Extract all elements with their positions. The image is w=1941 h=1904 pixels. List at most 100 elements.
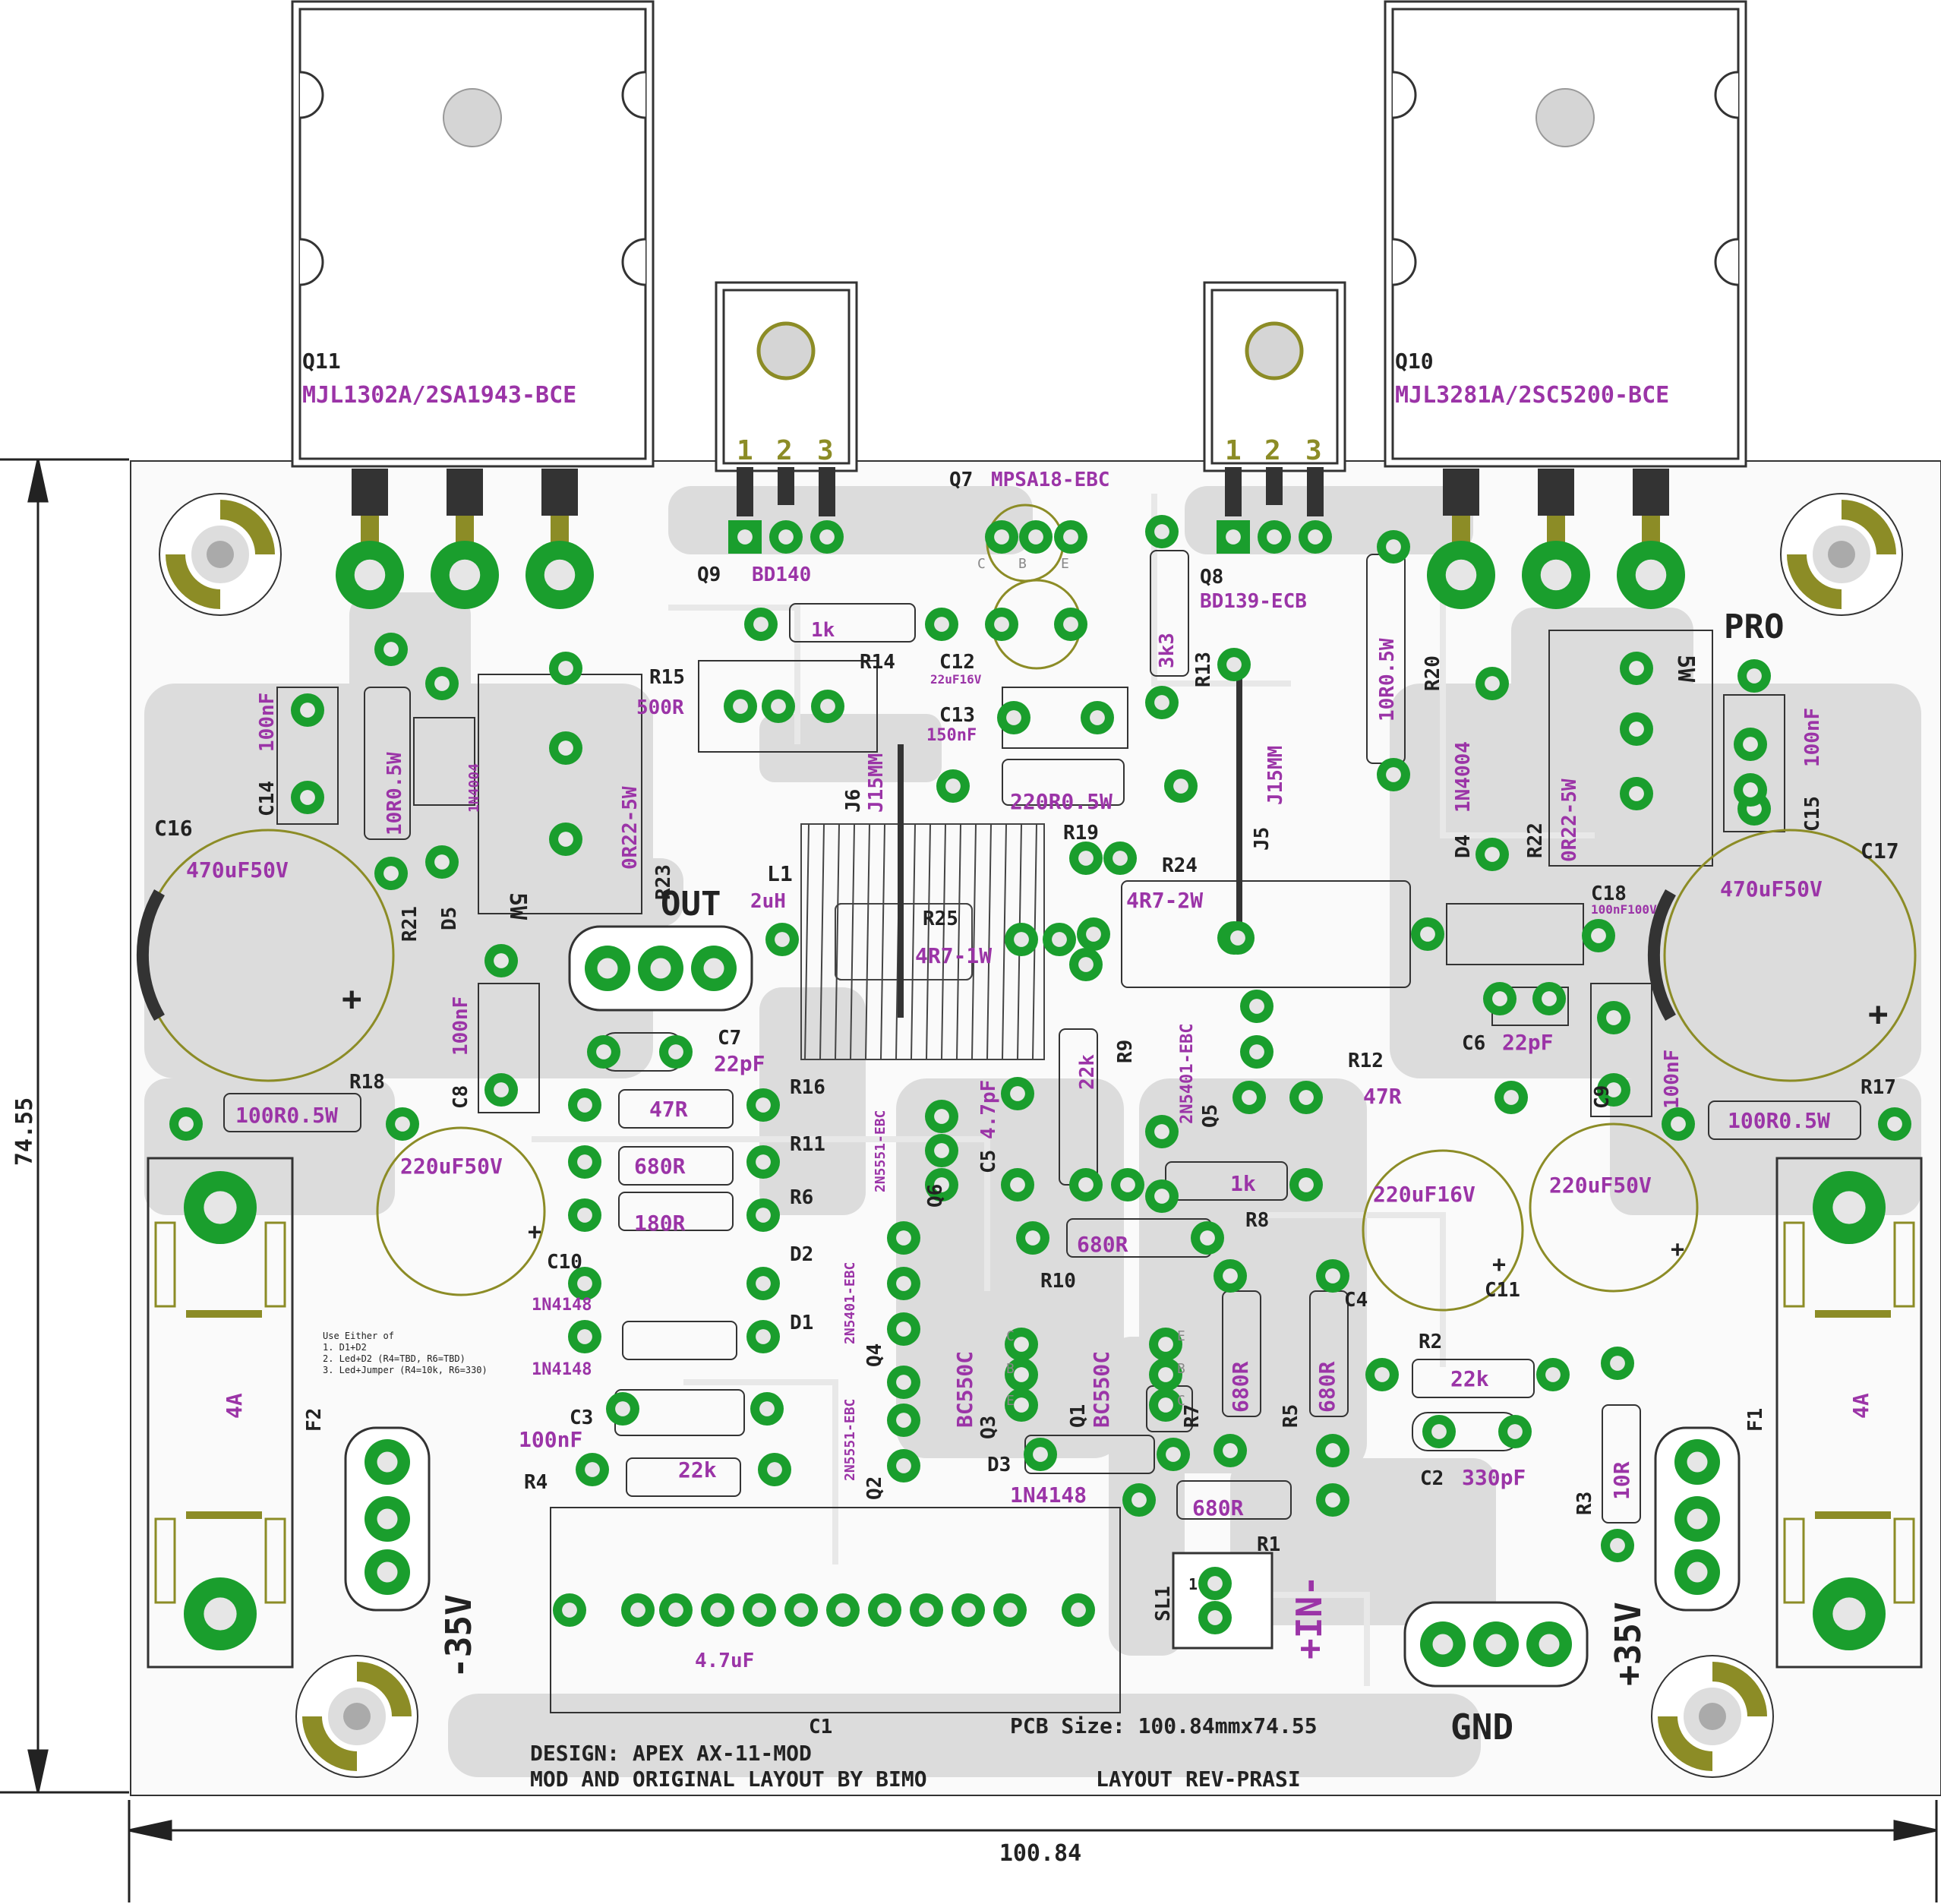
design-credit: DESIGN: APEX AX-11-MOD bbox=[530, 1741, 812, 1766]
pad-hole bbox=[1325, 1492, 1340, 1508]
pad-hole bbox=[1158, 1337, 1173, 1352]
j6-ref: J6 bbox=[842, 789, 865, 813]
pad-hole bbox=[1230, 930, 1245, 946]
q11-mount-hole bbox=[443, 88, 502, 147]
pad-hole bbox=[1747, 668, 1762, 684]
d5-value: 1N4004 bbox=[466, 763, 482, 813]
r2-ref: R2 bbox=[1419, 1331, 1442, 1353]
pad-hole bbox=[896, 1458, 911, 1473]
pad-hole bbox=[377, 1561, 398, 1583]
trace-outlines bbox=[532, 494, 1595, 1686]
c5-value: 4.7pF bbox=[977, 1080, 1000, 1139]
d2-ref: D2 bbox=[790, 1243, 813, 1266]
q11-body bbox=[291, 0, 655, 468]
note-line-3: 2. Led+D2 (R4=TBD, R6=TBD) bbox=[323, 1353, 466, 1364]
pad-hole bbox=[919, 1602, 934, 1618]
pad-hole bbox=[615, 1401, 630, 1416]
pad-hole bbox=[377, 1451, 398, 1473]
out-label: OUT bbox=[661, 885, 721, 924]
pad-hole bbox=[1226, 529, 1241, 545]
pad-hole bbox=[1374, 1367, 1390, 1382]
pad-hole bbox=[756, 1154, 771, 1170]
pad-hole bbox=[434, 854, 450, 870]
pad-hole bbox=[819, 529, 835, 545]
q9-pin1: 1 bbox=[737, 435, 753, 466]
pad-hole bbox=[577, 1154, 592, 1170]
c12-ref: C12 bbox=[939, 651, 975, 674]
pad-hole bbox=[1113, 851, 1128, 866]
pad-hole bbox=[759, 1401, 775, 1416]
r16-value: 47R bbox=[649, 1097, 688, 1122]
pad-hole bbox=[1485, 676, 1500, 691]
c17-plus: + bbox=[1868, 995, 1889, 1034]
r23-value: 0R22-5W bbox=[619, 786, 642, 870]
pad-hole bbox=[1687, 1561, 1708, 1583]
pad-hole bbox=[767, 1462, 782, 1477]
pad-hole bbox=[377, 1508, 398, 1530]
c3-value: 100nF bbox=[519, 1427, 582, 1452]
pad-hole bbox=[1743, 737, 1758, 752]
pad-hole bbox=[896, 1230, 911, 1246]
c17-polarity-band bbox=[1647, 889, 1676, 1021]
pad-hole bbox=[1131, 1492, 1147, 1508]
c10-ref: C10 bbox=[547, 1251, 582, 1274]
r15-value: 500R bbox=[636, 696, 684, 719]
pad-hole bbox=[752, 1602, 767, 1618]
pos-supply-label: +35V bbox=[1608, 1602, 1649, 1686]
pad-hole bbox=[558, 740, 573, 756]
r18-ref: R18 bbox=[349, 1071, 385, 1094]
pad-hole bbox=[896, 1276, 911, 1291]
pad-hole bbox=[1832, 1191, 1866, 1224]
note-line-4: 3. Led+Jumper (R4=10k, R6=330) bbox=[323, 1365, 488, 1375]
q1-value: BC550C bbox=[1089, 1351, 1114, 1428]
j5-ref: J5 bbox=[1251, 827, 1273, 851]
d1-value: 1N4148 bbox=[532, 1360, 592, 1379]
r15-ref: R15 bbox=[649, 666, 685, 689]
q2-ref: Q2 bbox=[863, 1476, 886, 1500]
pad-hole bbox=[1120, 1177, 1135, 1192]
q7-pin-b: B bbox=[1018, 556, 1027, 572]
pad-hole bbox=[1545, 1367, 1561, 1382]
mount-holes bbox=[159, 493, 1903, 1778]
pad-hole bbox=[896, 1413, 911, 1428]
pad-hole bbox=[1200, 1230, 1215, 1246]
pad-hole bbox=[558, 661, 573, 676]
pad-hole bbox=[1325, 1443, 1340, 1458]
q5-value: 2N5401-EBC bbox=[1178, 1024, 1197, 1124]
fuse-bars bbox=[186, 1310, 1891, 1519]
c12-value: 22uF16V bbox=[930, 672, 982, 687]
pad-hole bbox=[1629, 721, 1644, 737]
pad-hole bbox=[1173, 778, 1188, 794]
c18-value: 100nF100V bbox=[1591, 902, 1657, 917]
j6-value: J15MM bbox=[865, 753, 888, 813]
pads bbox=[169, 515, 1911, 1667]
q7-pin-c: C bbox=[977, 556, 986, 572]
r6-value: 180R bbox=[634, 1211, 686, 1236]
r14-value: 1k bbox=[811, 619, 835, 642]
pad-hole bbox=[577, 1208, 592, 1223]
q9-mount bbox=[756, 321, 816, 380]
q6-value: 2N5551-EBC bbox=[873, 1110, 888, 1192]
pad-hole bbox=[1492, 991, 1507, 1006]
pad-hole bbox=[1386, 539, 1401, 554]
c14-ref: C14 bbox=[256, 781, 279, 816]
d5-ref: D5 bbox=[438, 907, 461, 930]
pad-hole bbox=[778, 529, 794, 545]
pad-hole bbox=[1010, 1086, 1025, 1101]
sl1-ref: SL1 bbox=[1152, 1586, 1175, 1621]
r20-ref: R20 bbox=[1422, 655, 1444, 691]
pad-hole bbox=[1606, 1082, 1621, 1097]
rev-credit: LAYOUT REV-PRASI bbox=[1096, 1767, 1301, 1792]
power-legs bbox=[352, 469, 1669, 516]
pad-hole bbox=[1431, 1424, 1447, 1439]
r8-value: 1k bbox=[1230, 1171, 1256, 1196]
pad-hole bbox=[771, 699, 786, 714]
r2-value: 22k bbox=[1450, 1366, 1489, 1391]
d2-value: 1N4148 bbox=[532, 1296, 592, 1315]
c6-ref: C6 bbox=[1462, 1032, 1485, 1055]
pad-hole bbox=[383, 642, 399, 657]
pad-hole bbox=[1610, 1538, 1625, 1553]
pad-hole bbox=[204, 1191, 237, 1224]
pad-hole bbox=[1223, 1443, 1238, 1458]
